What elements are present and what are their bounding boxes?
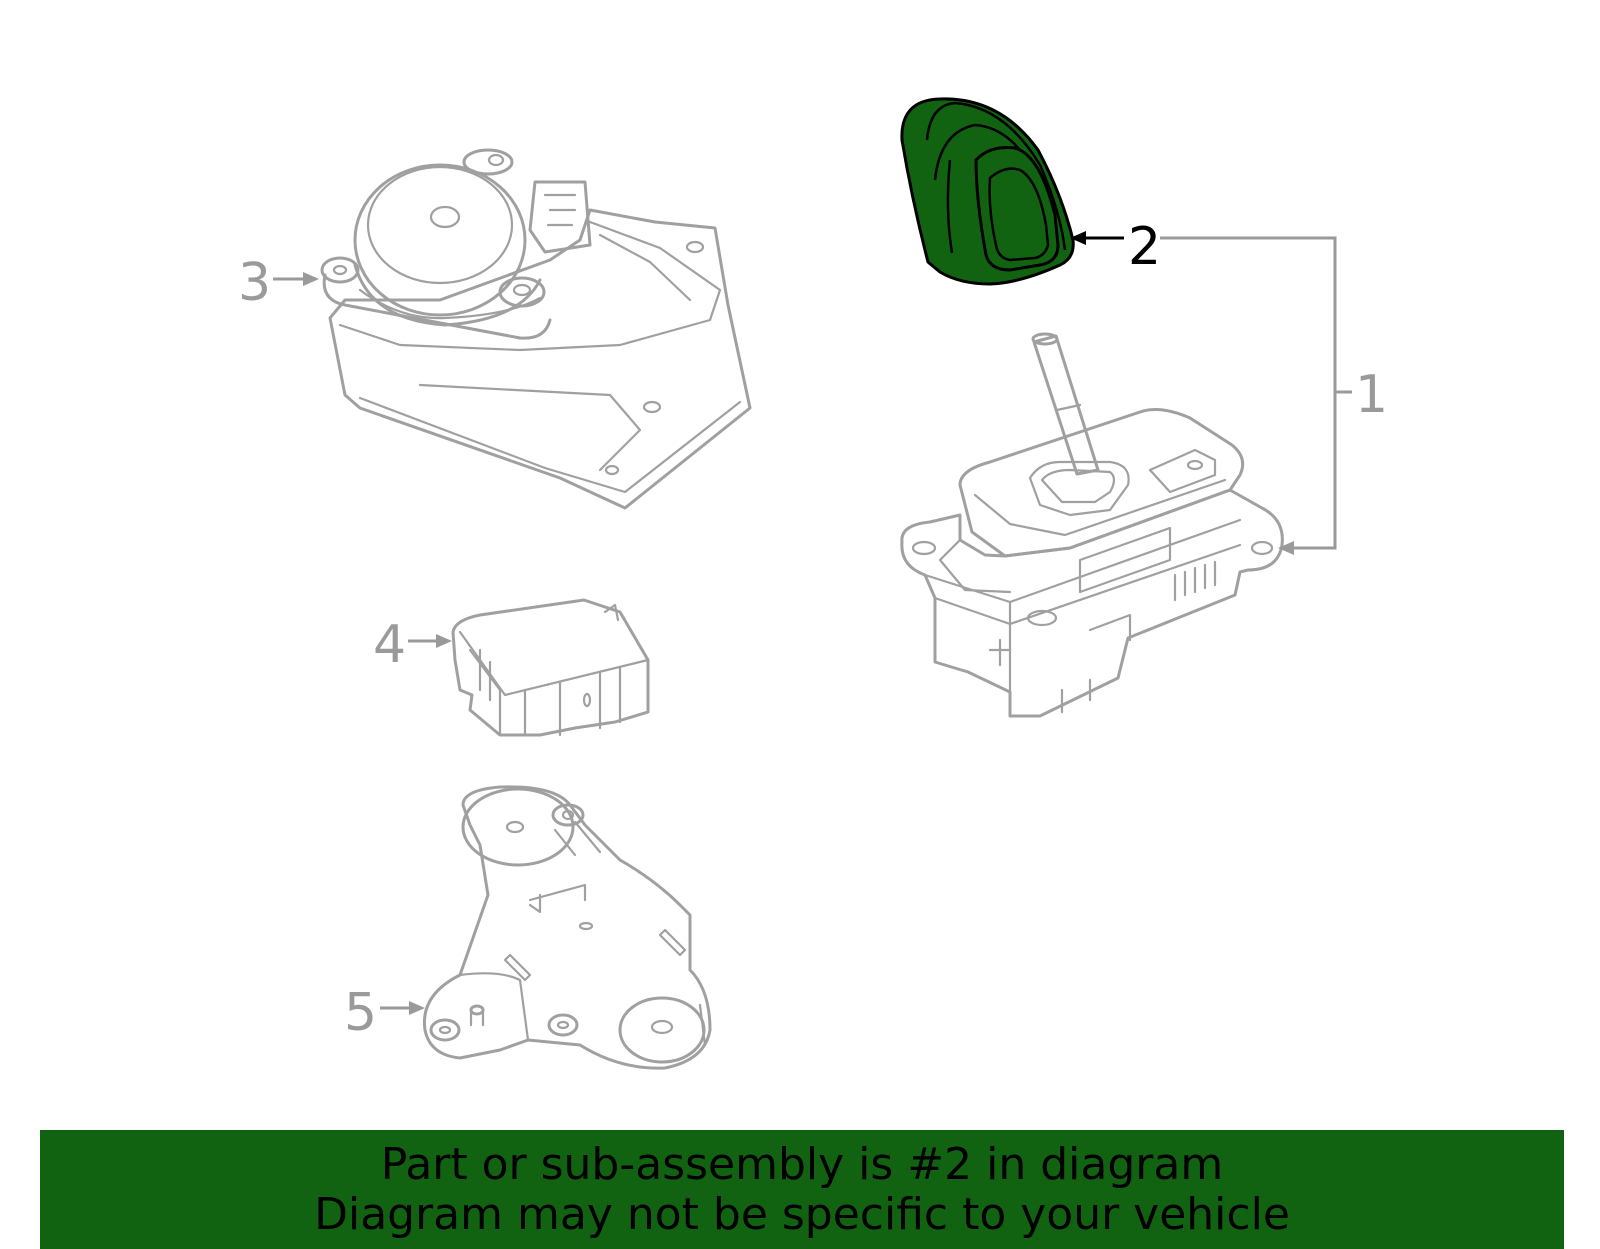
callout-1: 1 (1355, 365, 1388, 425)
part-4-control-module (451, 598, 650, 737)
part-5-base-plate (422, 785, 712, 1070)
info-banner: Part or sub-assembly is #2 in diagram Di… (40, 1130, 1564, 1249)
part-2-shift-knob (900, 97, 1075, 286)
part-3-actuator (320, 148, 752, 510)
banner-line-1: Part or sub-assembly is #2 in diagram (380, 1138, 1224, 1190)
banner-line-2: Diagram may not be specific to your vehi… (314, 1188, 1290, 1240)
callout-2: 2 (1128, 217, 1161, 277)
callout-3: 3 (238, 253, 271, 313)
callout-leaders (273, 231, 1352, 1015)
part-1-shift-lever-assembly (900, 332, 1284, 718)
callout-4: 4 (373, 615, 406, 675)
callout-5: 5 (344, 983, 377, 1043)
